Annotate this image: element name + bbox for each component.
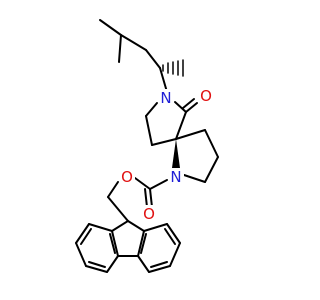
bond-right-ring-1 xyxy=(143,223,168,232)
bond-chiral-nlactam xyxy=(159,67,168,93)
bond-carbonyl-nlactam xyxy=(174,101,187,113)
bond-down-ch2-ch2 xyxy=(204,156,219,183)
bond-c9-right xyxy=(127,220,145,232)
bond-carbamate-double-b xyxy=(144,188,148,208)
structure-diagram: N O N O O xyxy=(75,19,219,273)
bond-right-ring-inner-c xyxy=(140,233,147,254)
bond-oester-ch2 xyxy=(107,181,119,198)
bond-spiro-carbonyl xyxy=(175,111,187,140)
bond-right-bridge xyxy=(137,230,145,257)
wedge-bond-spiro-n xyxy=(172,139,180,168)
bond-carbonyl-double-a xyxy=(185,102,198,113)
bond-left-bridge xyxy=(111,230,119,257)
bond-isopropyl-methyl-b xyxy=(118,34,122,63)
bond-left-ring-inner-a xyxy=(80,228,92,245)
bond-isopropyl-methyl-a xyxy=(99,19,122,36)
bond-left-ring-5 xyxy=(106,255,119,273)
bond-left-ring-inner-b xyxy=(88,261,106,268)
bond-right-ch2-down xyxy=(204,129,219,158)
bond-left-ring-2 xyxy=(75,223,90,244)
bond-isopropyl-ch2 xyxy=(120,34,147,51)
atom-n-lactam: N xyxy=(160,89,171,107)
bond-c9-left xyxy=(111,220,129,232)
molecule-canvas: N O N O O xyxy=(75,19,219,273)
bond-right-ring-4 xyxy=(148,265,171,273)
bond-right-ring-5 xyxy=(137,255,150,273)
bond-left-ring-1 xyxy=(88,223,113,232)
bond-left-ring-3 xyxy=(75,242,87,267)
bond-right-ring-inner-a xyxy=(164,228,176,245)
bond-right-ring-2 xyxy=(166,223,181,244)
bond-spiro-ch2-right xyxy=(175,129,206,140)
bond-ch2-spiro xyxy=(151,138,177,146)
atom-o-carbonyl: O xyxy=(200,87,212,105)
bond-ch2-fluorenyl xyxy=(107,196,129,222)
bond-carbamate-double-a xyxy=(149,188,153,208)
atom-o-ester: O xyxy=(121,168,133,186)
bond-nring-carbonyl xyxy=(149,179,168,190)
bond-right-ring-3 xyxy=(169,242,181,267)
bond-ring-ch2-ch2 xyxy=(145,115,153,146)
bond-carbonyl-double-b xyxy=(182,98,195,109)
bond-left-ring-inner-c xyxy=(109,233,116,254)
bond-nlactam-ch2 xyxy=(145,102,158,117)
bond-right-ring-inner-b xyxy=(150,261,168,268)
bond-ch2-nring xyxy=(183,174,206,183)
atom-o-carbamate: O xyxy=(143,205,155,223)
atom-n-ring: N xyxy=(170,168,181,186)
bond-ch2-chiral xyxy=(145,49,161,69)
bond-left-ring-4 xyxy=(85,265,108,273)
bond-carbonyl-oester xyxy=(134,177,151,190)
hashed-wedge-bond-methyl xyxy=(162,59,184,77)
